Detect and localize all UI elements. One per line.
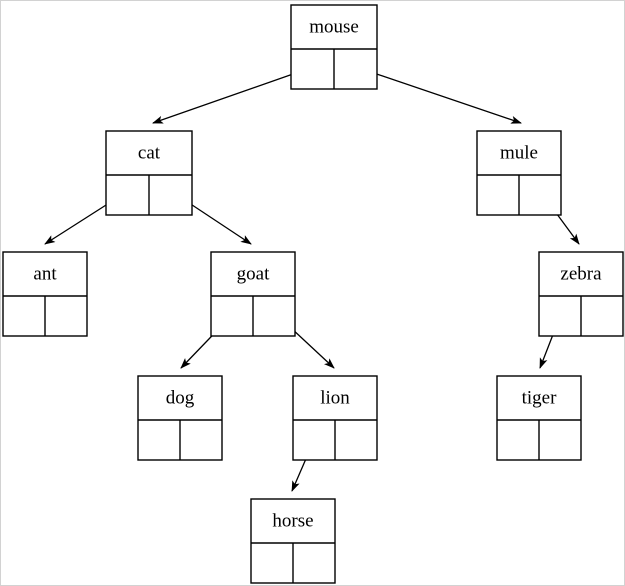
node-label-goat: goat: [237, 263, 270, 284]
node-label-zebra: zebra: [560, 263, 602, 284]
node-label-mouse: mouse: [309, 16, 359, 37]
tree-node-lion[interactable]: lion: [292, 375, 378, 461]
node-label-ant: ant: [33, 263, 57, 284]
tree-node-tiger[interactable]: tiger: [496, 375, 582, 461]
tree-node-horse[interactable]: horse: [250, 498, 336, 584]
tree-nodes-layer: mouse cat mule ant goat zebra dog lion tiger hors…: [2, 4, 624, 584]
node-label-tiger: tiger: [522, 387, 557, 408]
node-outline-dog: [137, 375, 223, 461]
node-label-horse: horse: [272, 510, 313, 531]
tree-node-cat[interactable]: cat: [105, 130, 193, 216]
node-label-dog: dog: [166, 387, 195, 408]
tree-node-mule[interactable]: mule: [476, 130, 562, 216]
tree-node-ant[interactable]: ant: [2, 251, 88, 337]
tree-edge-mouse-cat: [152, 66, 314, 124]
node-label-mule: mule: [500, 142, 538, 163]
node-label-lion: lion: [320, 387, 350, 408]
tree-node-dog[interactable]: dog: [137, 375, 223, 461]
tree-node-mouse[interactable]: mouse: [290, 4, 378, 90]
node-label-cat: cat: [138, 142, 161, 163]
tree-node-goat[interactable]: goat: [210, 251, 296, 337]
tree-node-zebra[interactable]: zebra: [538, 251, 624, 337]
tree-edge-mouse-mule: [355, 66, 522, 124]
